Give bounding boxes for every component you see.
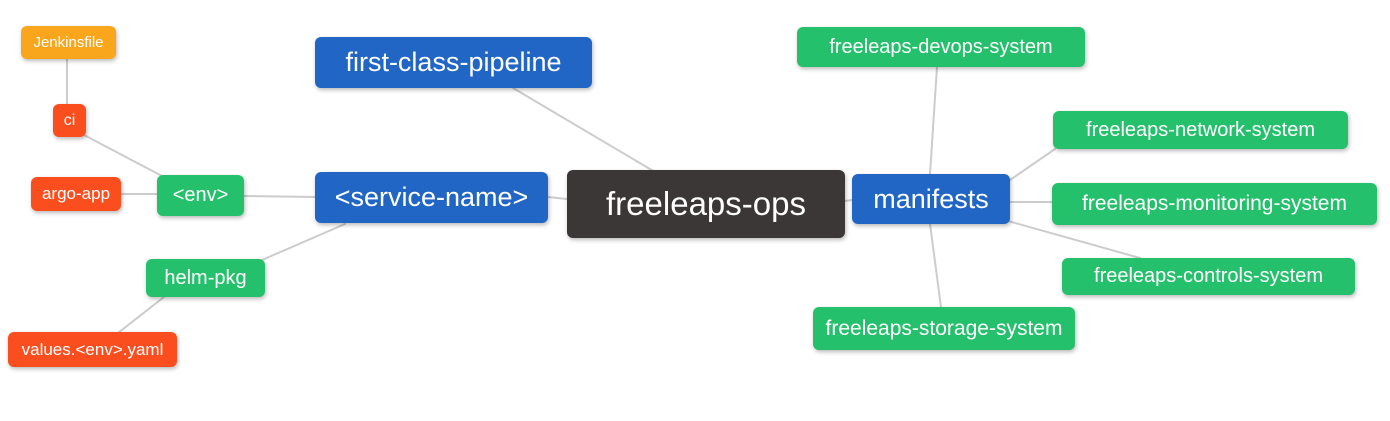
- node-service-name[interactable]: <service-name>: [315, 172, 548, 223]
- edge-root-manifests: [844, 199, 853, 202]
- edge-manifests-devops: [929, 66, 938, 175]
- node-helm-pkg[interactable]: helm-pkg: [146, 259, 265, 297]
- node-jenkinsfile[interactable]: Jenkinsfile: [21, 26, 116, 59]
- edge-ci-env: [83, 134, 163, 177]
- node-values-env-yaml[interactable]: values.<env>.yaml: [8, 332, 177, 367]
- node-ci[interactable]: ci: [53, 104, 86, 137]
- edge-env-service: [243, 195, 316, 198]
- node-manifests[interactable]: manifests: [852, 174, 1010, 224]
- node-freeleaps-monitoring-system[interactable]: freeleaps-monitoring-system: [1052, 183, 1377, 225]
- node-first-class-pipeline[interactable]: first-class-pipeline: [315, 37, 592, 88]
- node-freeleaps-ops-root[interactable]: freeleaps-ops: [567, 170, 845, 238]
- node-env[interactable]: <env>: [157, 175, 244, 216]
- edge-service-root: [547, 196, 568, 200]
- edge-manifests-storage: [929, 223, 942, 308]
- node-freeleaps-devops-system[interactable]: freeleaps-devops-system: [797, 27, 1085, 67]
- edge-helmpkg-service: [261, 223, 346, 261]
- node-freeleaps-network-system[interactable]: freeleaps-network-system: [1053, 111, 1348, 149]
- edge-manifests-controls: [1007, 220, 1141, 259]
- node-freeleaps-controls-system[interactable]: freeleaps-controls-system: [1062, 258, 1355, 295]
- edge-valuesyaml-helmpkg: [117, 296, 165, 334]
- node-freeleaps-storage-system[interactable]: freeleaps-storage-system: [813, 307, 1075, 350]
- edge-manifests-network: [1009, 148, 1056, 181]
- node-argo-app[interactable]: argo-app: [31, 177, 121, 211]
- edge-fcp-root: [512, 87, 656, 173]
